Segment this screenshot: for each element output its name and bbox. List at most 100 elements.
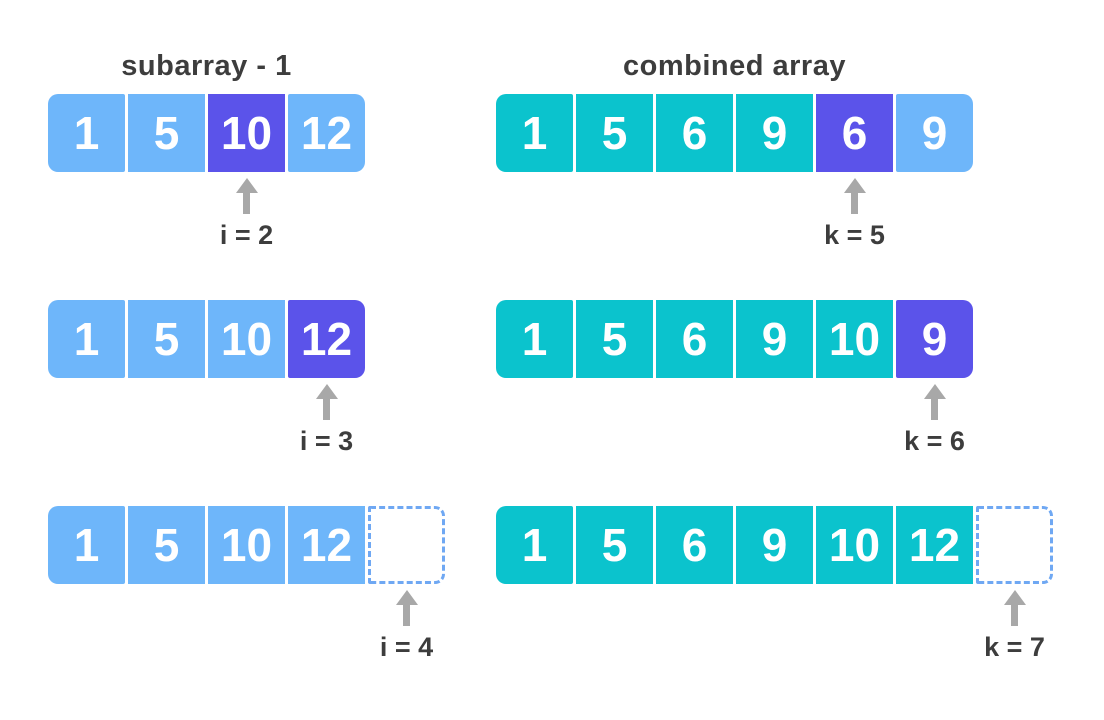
arrow-stem: [403, 605, 410, 626]
array-cells: 1 5 10 12: [48, 300, 365, 378]
array-cell: 1: [496, 94, 573, 172]
array-cells: 1 5 6 9 10 12: [496, 506, 1053, 584]
arrow-head: [235, 178, 258, 193]
pointer-label: k = 5: [824, 220, 885, 250]
cell-value: 9: [921, 313, 948, 365]
array-cell: 5: [128, 94, 205, 172]
array-cell: 9: [896, 94, 973, 172]
cell-value: 5: [153, 519, 180, 571]
up-arrow-icon: [843, 178, 866, 214]
array-cell: 12: [288, 300, 365, 378]
arrow-head: [1003, 590, 1026, 605]
up-arrow-icon: [1003, 590, 1026, 626]
up-arrow-icon: [315, 384, 338, 420]
cell-value: 6: [841, 107, 868, 159]
arrow-stem: [243, 193, 250, 214]
cell-value: 6: [681, 107, 708, 159]
array-cell: 10: [208, 300, 285, 378]
up-arrow-icon: [235, 178, 258, 214]
array-cell: 6: [656, 506, 733, 584]
array-cell: 1: [496, 506, 573, 584]
cell-value: 1: [521, 313, 548, 365]
cell-value: 9: [761, 107, 788, 159]
array-cell: 1: [496, 300, 573, 378]
cell-value: 12: [300, 519, 353, 571]
cell-value: 10: [220, 519, 273, 571]
pointer-label: i = 4: [379, 632, 434, 662]
combined-array-step3: 1 5 6 9 10 12 k = 7: [496, 506, 1053, 662]
array-cell: 12: [288, 94, 365, 172]
cell-value: 6: [681, 313, 708, 365]
cell-value: 9: [761, 519, 788, 571]
combined-array-step2: 1 5 6 9 10 9 k = 6: [496, 300, 973, 456]
pointer-label: i = 2: [219, 220, 274, 250]
combined-array-step1: 1 5 6 9 6 9 k = 5: [496, 94, 973, 250]
arrow-stem: [851, 193, 858, 214]
pointer-label: k = 7: [984, 632, 1045, 662]
empty-slot: [368, 506, 445, 584]
array-cell: 6: [816, 94, 893, 172]
array-cell: 9: [896, 300, 973, 378]
array-cell: 6: [656, 94, 733, 172]
array-cell: 9: [736, 300, 813, 378]
cell-value: 1: [521, 519, 548, 571]
up-arrow-icon: [395, 590, 418, 626]
pointer-label: k = 6: [904, 426, 965, 456]
cell-value: 5: [601, 107, 628, 159]
array-cell: 10: [208, 94, 285, 172]
array-cell: 10: [208, 506, 285, 584]
array-cells: 1 5 6 9 10 9: [496, 300, 973, 378]
arrow-stem: [931, 399, 938, 420]
left-column-title: subarray - 1: [121, 50, 292, 82]
subarray1-step1: 1 5 10 12 i = 2: [48, 94, 365, 250]
array-cell: 5: [128, 506, 205, 584]
subarray1-step2: 1 5 10 12 i = 3: [48, 300, 365, 456]
array-cell: 5: [576, 300, 653, 378]
cell-value: 1: [73, 313, 100, 365]
cell-value: 1: [73, 107, 100, 159]
array-cell: 1: [48, 300, 125, 378]
cell-value: 5: [601, 313, 628, 365]
cell-value: 9: [921, 107, 948, 159]
arrow-head: [395, 590, 418, 605]
cell-value: 6: [681, 519, 708, 571]
array-cell: 12: [288, 506, 365, 584]
array-cell: 9: [736, 94, 813, 172]
array-cells: 1 5 10 12: [48, 94, 365, 172]
array-cell: 6: [656, 300, 733, 378]
cell-value: 1: [73, 519, 100, 571]
cell-value: 5: [153, 107, 180, 159]
empty-slot: [976, 506, 1053, 584]
array-cell: 1: [48, 94, 125, 172]
arrow-head: [923, 384, 946, 399]
array-cell: 5: [128, 300, 205, 378]
array-cell: 9: [736, 506, 813, 584]
cell-value: 12: [908, 519, 961, 571]
cell-value: 10: [220, 313, 273, 365]
array-cells: 1 5 10 12: [48, 506, 445, 584]
arrow-head: [315, 384, 338, 399]
array-cell: 1: [48, 506, 125, 584]
arrow-stem: [1011, 605, 1018, 626]
array-cell: 10: [816, 506, 893, 584]
arrow-head: [843, 178, 866, 193]
cell-value: 10: [828, 519, 881, 571]
cell-value: 12: [300, 107, 353, 159]
right-column-title: combined array: [623, 50, 846, 82]
cell-value: 5: [153, 313, 180, 365]
array-cell: 10: [816, 300, 893, 378]
cell-value: 5: [601, 519, 628, 571]
cell-value: 12: [300, 313, 353, 365]
arrow-stem: [323, 399, 330, 420]
cell-value: 1: [521, 107, 548, 159]
cell-value: 10: [220, 107, 273, 159]
array-cell: 5: [576, 94, 653, 172]
array-cells: 1 5 6 9 6 9: [496, 94, 973, 172]
cell-value: 9: [761, 313, 788, 365]
subarray1-step3: 1 5 10 12 i = 4: [48, 506, 445, 662]
pointer-label: i = 3: [299, 426, 354, 456]
up-arrow-icon: [923, 384, 946, 420]
array-cell: 5: [576, 506, 653, 584]
array-cell: 12: [896, 506, 973, 584]
